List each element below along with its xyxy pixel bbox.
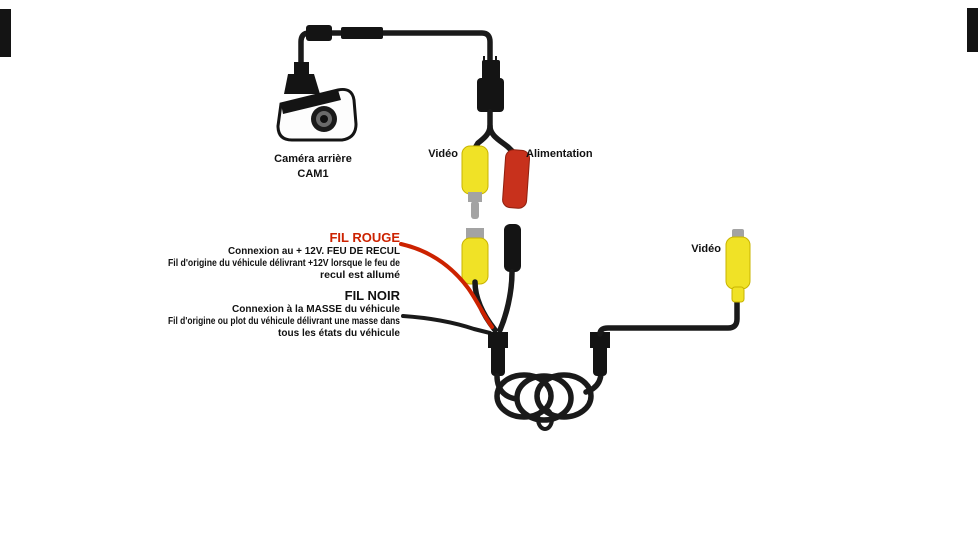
junction-plug-left [488,332,508,376]
rca-plug-right-neck [731,286,745,303]
camera-top-band [281,90,341,114]
power-barrel-connector [504,224,521,272]
fil-rouge-pointer-wire [399,242,494,329]
rca-plug-right-body [725,236,751,290]
cable-coil-loop-3 [534,372,594,420]
video-label-right: Vidéo [691,243,721,255]
harness-split-left-wire [472,109,493,151]
harness-split-right-wire [487,123,516,155]
fil-noir-line-1: Connexion à la MASSE du véhicule [232,303,400,315]
rca-socket-body [461,237,489,285]
fil-noir-line-2: Fil d'origine ou plot du véhicule délivr… [168,315,400,327]
fil-noir-line-3: tous les états du véhicule [278,327,400,339]
rca-plug-male-pin [471,201,479,219]
harness-connector-top [482,60,500,82]
power-branch-wire [497,269,515,333]
right-video-cable [597,297,740,337]
junction-plug-right [590,332,610,376]
left-edge-mark [0,9,11,57]
harness-connector-body [477,78,504,112]
camera-mount-stem [294,62,309,76]
camera-cable [298,30,493,75]
video-label-left: Vidéo [428,148,458,160]
rca-plug-male-body [461,145,489,195]
cable-connector-block-2 [341,27,383,39]
cable-coil-loop-1 [494,372,554,420]
camera-mount-bracket [284,74,320,94]
fil-rouge-line-3: recul est allumé [320,269,400,281]
camera-lens-inner [320,115,328,123]
alimentation-label: Alimentation [526,148,593,160]
power-plug-red [502,149,531,209]
coil-entry-wire [494,373,519,402]
camera-label: Caméra arrière [274,153,352,165]
rca-plug-male-collar [468,192,482,202]
cable-connector-block-1 [306,25,332,41]
fil-rouge-title: FIL ROUGE [329,230,400,245]
fil-noir-pointer-wire [401,314,492,335]
fil-rouge-line-2: Fil d'origine du véhicule délivrant +12V… [168,257,400,269]
fil-noir-title: FIL NOIR [345,288,401,303]
rca-socket-collar [466,228,484,240]
cable-coil-loop-2 [514,373,574,423]
cable-coil-tie [536,407,554,431]
camera-model-label: CAM1 [297,168,328,180]
right-edge-mark [967,8,978,52]
fil-rouge-line-1: Connexion au + 12V. FEU DE RECUL [228,245,401,257]
